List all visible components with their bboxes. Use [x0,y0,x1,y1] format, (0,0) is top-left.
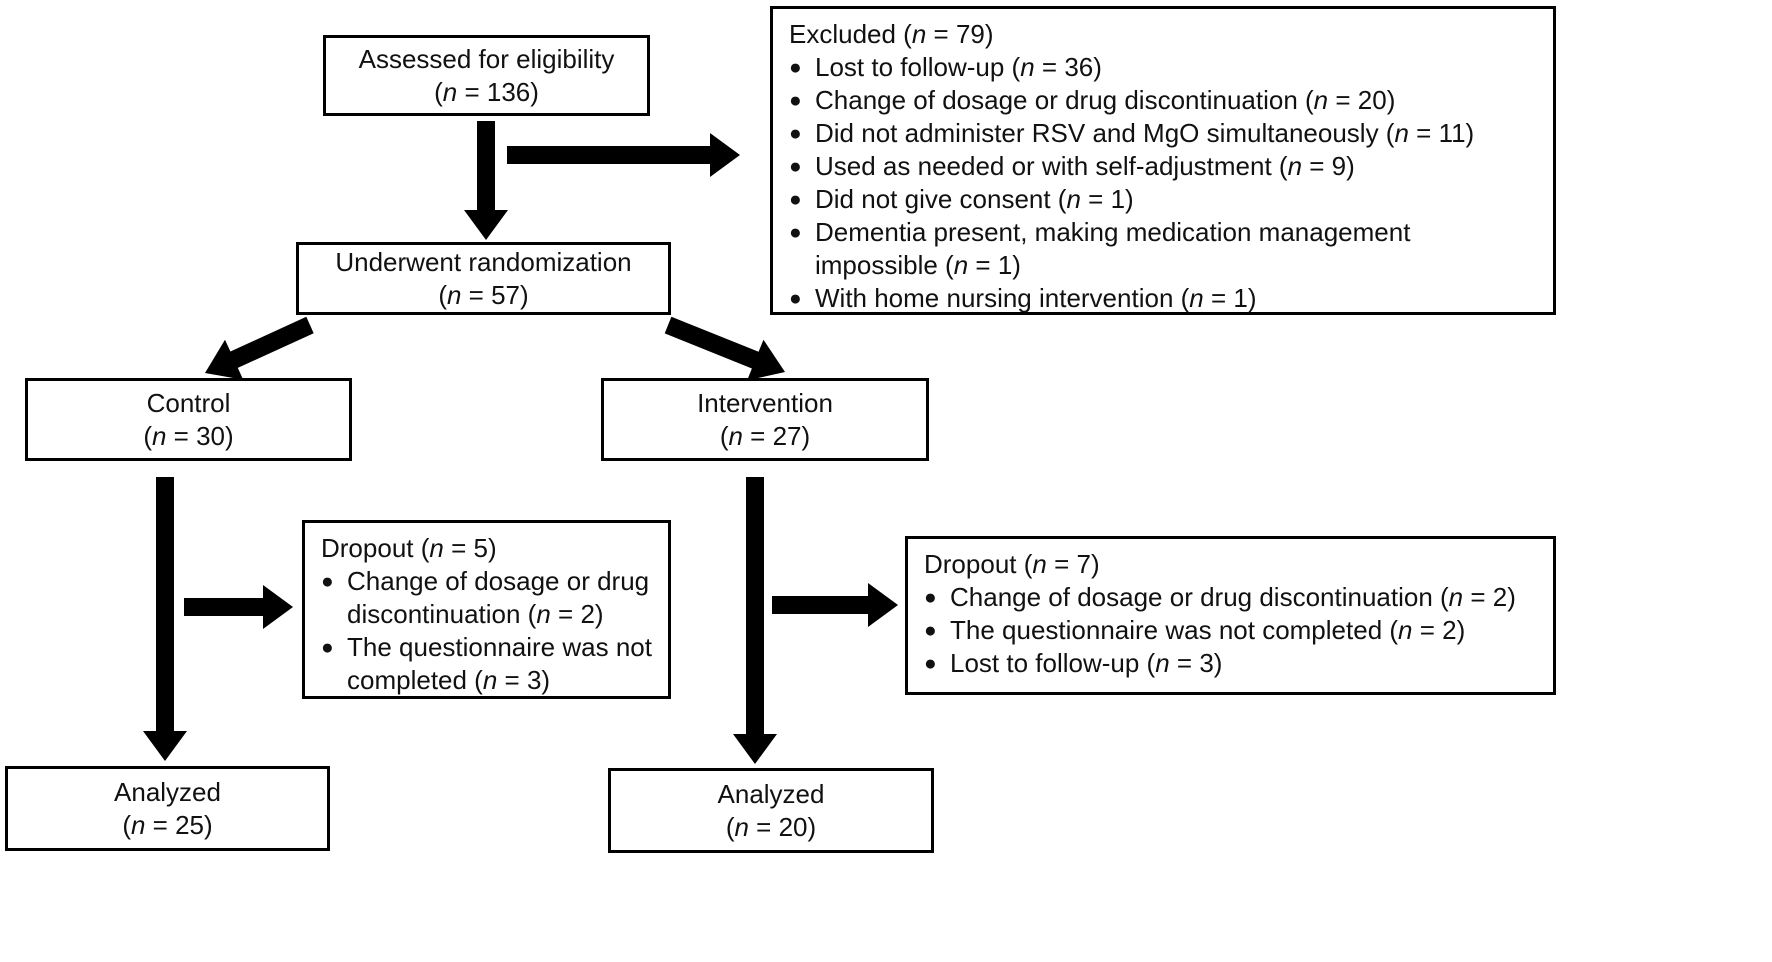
bullet-icon: ● [924,619,937,642]
assessed-box: Assessed for eligibility (n = 136) [323,35,650,116]
control-title: Control [146,387,231,418]
bullet-icon: ● [321,570,334,593]
arrow-intervention-to-analyzed [733,477,777,764]
bullet-icon: ● [789,287,802,310]
bullet-item: ● Change of dosage or drug discontinuatio… [924,581,1537,614]
bullet-item: ● Dementia present, making medication man… [789,216,1537,282]
arrow-randomized-to-intervention [664,316,785,381]
dropout-control-list: ● Change of dosage or drug discontinuatio… [321,565,652,697]
dropout-intervention-box: Dropout (n = 7) ● Change of dosage or dru… [905,536,1556,695]
dropout-control-title: Dropout (n = 5) [321,533,497,563]
bullet-item: ● Change of dosage or drug discontinuatio… [321,565,652,631]
randomized-count: (n = 57) [438,279,529,310]
excluded-box: Excluded (n = 79) ● Lost to follow-up (n … [770,6,1556,315]
intervention-box: Intervention (n = 27) [601,378,929,461]
arrow-assessed-to-randomized [464,121,508,240]
bullet-text: Change of dosage or drug discontinuation… [815,85,1396,115]
analyzed-control-count: (n = 25) [122,809,213,840]
randomized-box: Underwent randomization (n = 57) [296,242,671,315]
bullet-text: Dementia present, making medication mana… [815,217,1411,280]
bullet-text: Lost to follow-up (n = 36) [815,52,1102,82]
analyzed-intervention-count: (n = 20) [725,811,817,842]
bullet-item: ● The questionnaire was not completed (n … [321,631,652,697]
bullet-item: ● Change of dosage or drug discontinuatio… [789,84,1537,117]
intervention-title: Intervention [697,387,833,418]
control-box: Control (n = 30) [25,378,352,461]
arrow-to-excluded [507,133,740,177]
bullet-icon: ● [924,652,937,675]
bullet-icon: ● [789,188,802,211]
bullet-text: Lost to follow-up (n = 3) [950,648,1223,678]
bullet-icon: ● [789,221,802,244]
arrow-to-dropout-control [184,585,293,629]
analyzed-intervention-title: Analyzed [717,778,825,809]
bullet-text: Did not give consent (n = 1) [815,184,1134,214]
bullet-icon: ● [789,122,802,145]
bullet-item: ● Used as needed or with self-adjustment … [789,150,1537,183]
bullet-text: The questionnaire was not completed (n =… [347,632,652,695]
excluded-list: ● Lost to follow-up (n = 36) ● Change of do… [789,51,1537,315]
dropout-intervention-title: Dropout (n = 7) [924,549,1100,579]
excluded-title: Excluded (n = 79) [789,19,994,49]
bullet-icon: ● [924,586,937,609]
arrow-control-to-analyzed [143,477,187,761]
control-count: (n = 30) [143,420,234,451]
analyzed-control-box: Analyzed (n = 25) [5,766,330,851]
bullet-text: The questionnaire was not completed (n =… [950,615,1466,645]
bullet-text: Change of dosage or drug discontinuation… [347,566,650,629]
dropout-intervention-list: ● Change of dosage or drug discontinuatio… [924,581,1537,680]
assessed-title: Assessed for eligibility [358,43,615,74]
bullet-item: ● Lost to follow-up (n = 3) [924,647,1537,680]
bullet-text: With home nursing intervention (n = 1) [815,283,1257,313]
bullet-item: ● With home nursing intervention (n = 1) [789,282,1537,315]
bullet-item: ● Did not administer RSV and MgO simultan… [789,117,1537,150]
analyzed-intervention-box: Analyzed (n = 20) [608,768,934,853]
bullet-icon: ● [789,89,802,112]
bullet-text: Did not administer RSV and MgO simultane… [815,118,1475,148]
bullet-item: ● Did not give consent (n = 1) [789,183,1537,216]
bullet-item: ● Lost to follow-up (n = 36) [789,51,1537,84]
randomized-title: Underwent randomization [335,246,632,277]
arrow-randomized-to-control [205,316,314,380]
bullet-icon: ● [321,636,334,659]
analyzed-control-title: Analyzed [114,776,221,807]
assessed-count: (n = 136) [434,76,539,107]
bullet-item: ● The questionnaire was not completed (n … [924,614,1537,647]
bullet-icon: ● [789,56,802,79]
arrow-to-dropout-intervention [772,583,898,627]
bullet-text: Used as needed or with self-adjustment (… [815,151,1355,181]
bullet-icon: ● [789,155,802,178]
intervention-count: (n = 27) [719,420,811,451]
bullet-text: Change of dosage or drug discontinuation… [950,582,1516,612]
dropout-control-box: Dropout (n = 5) ● Change of dosage or dru… [302,520,671,699]
